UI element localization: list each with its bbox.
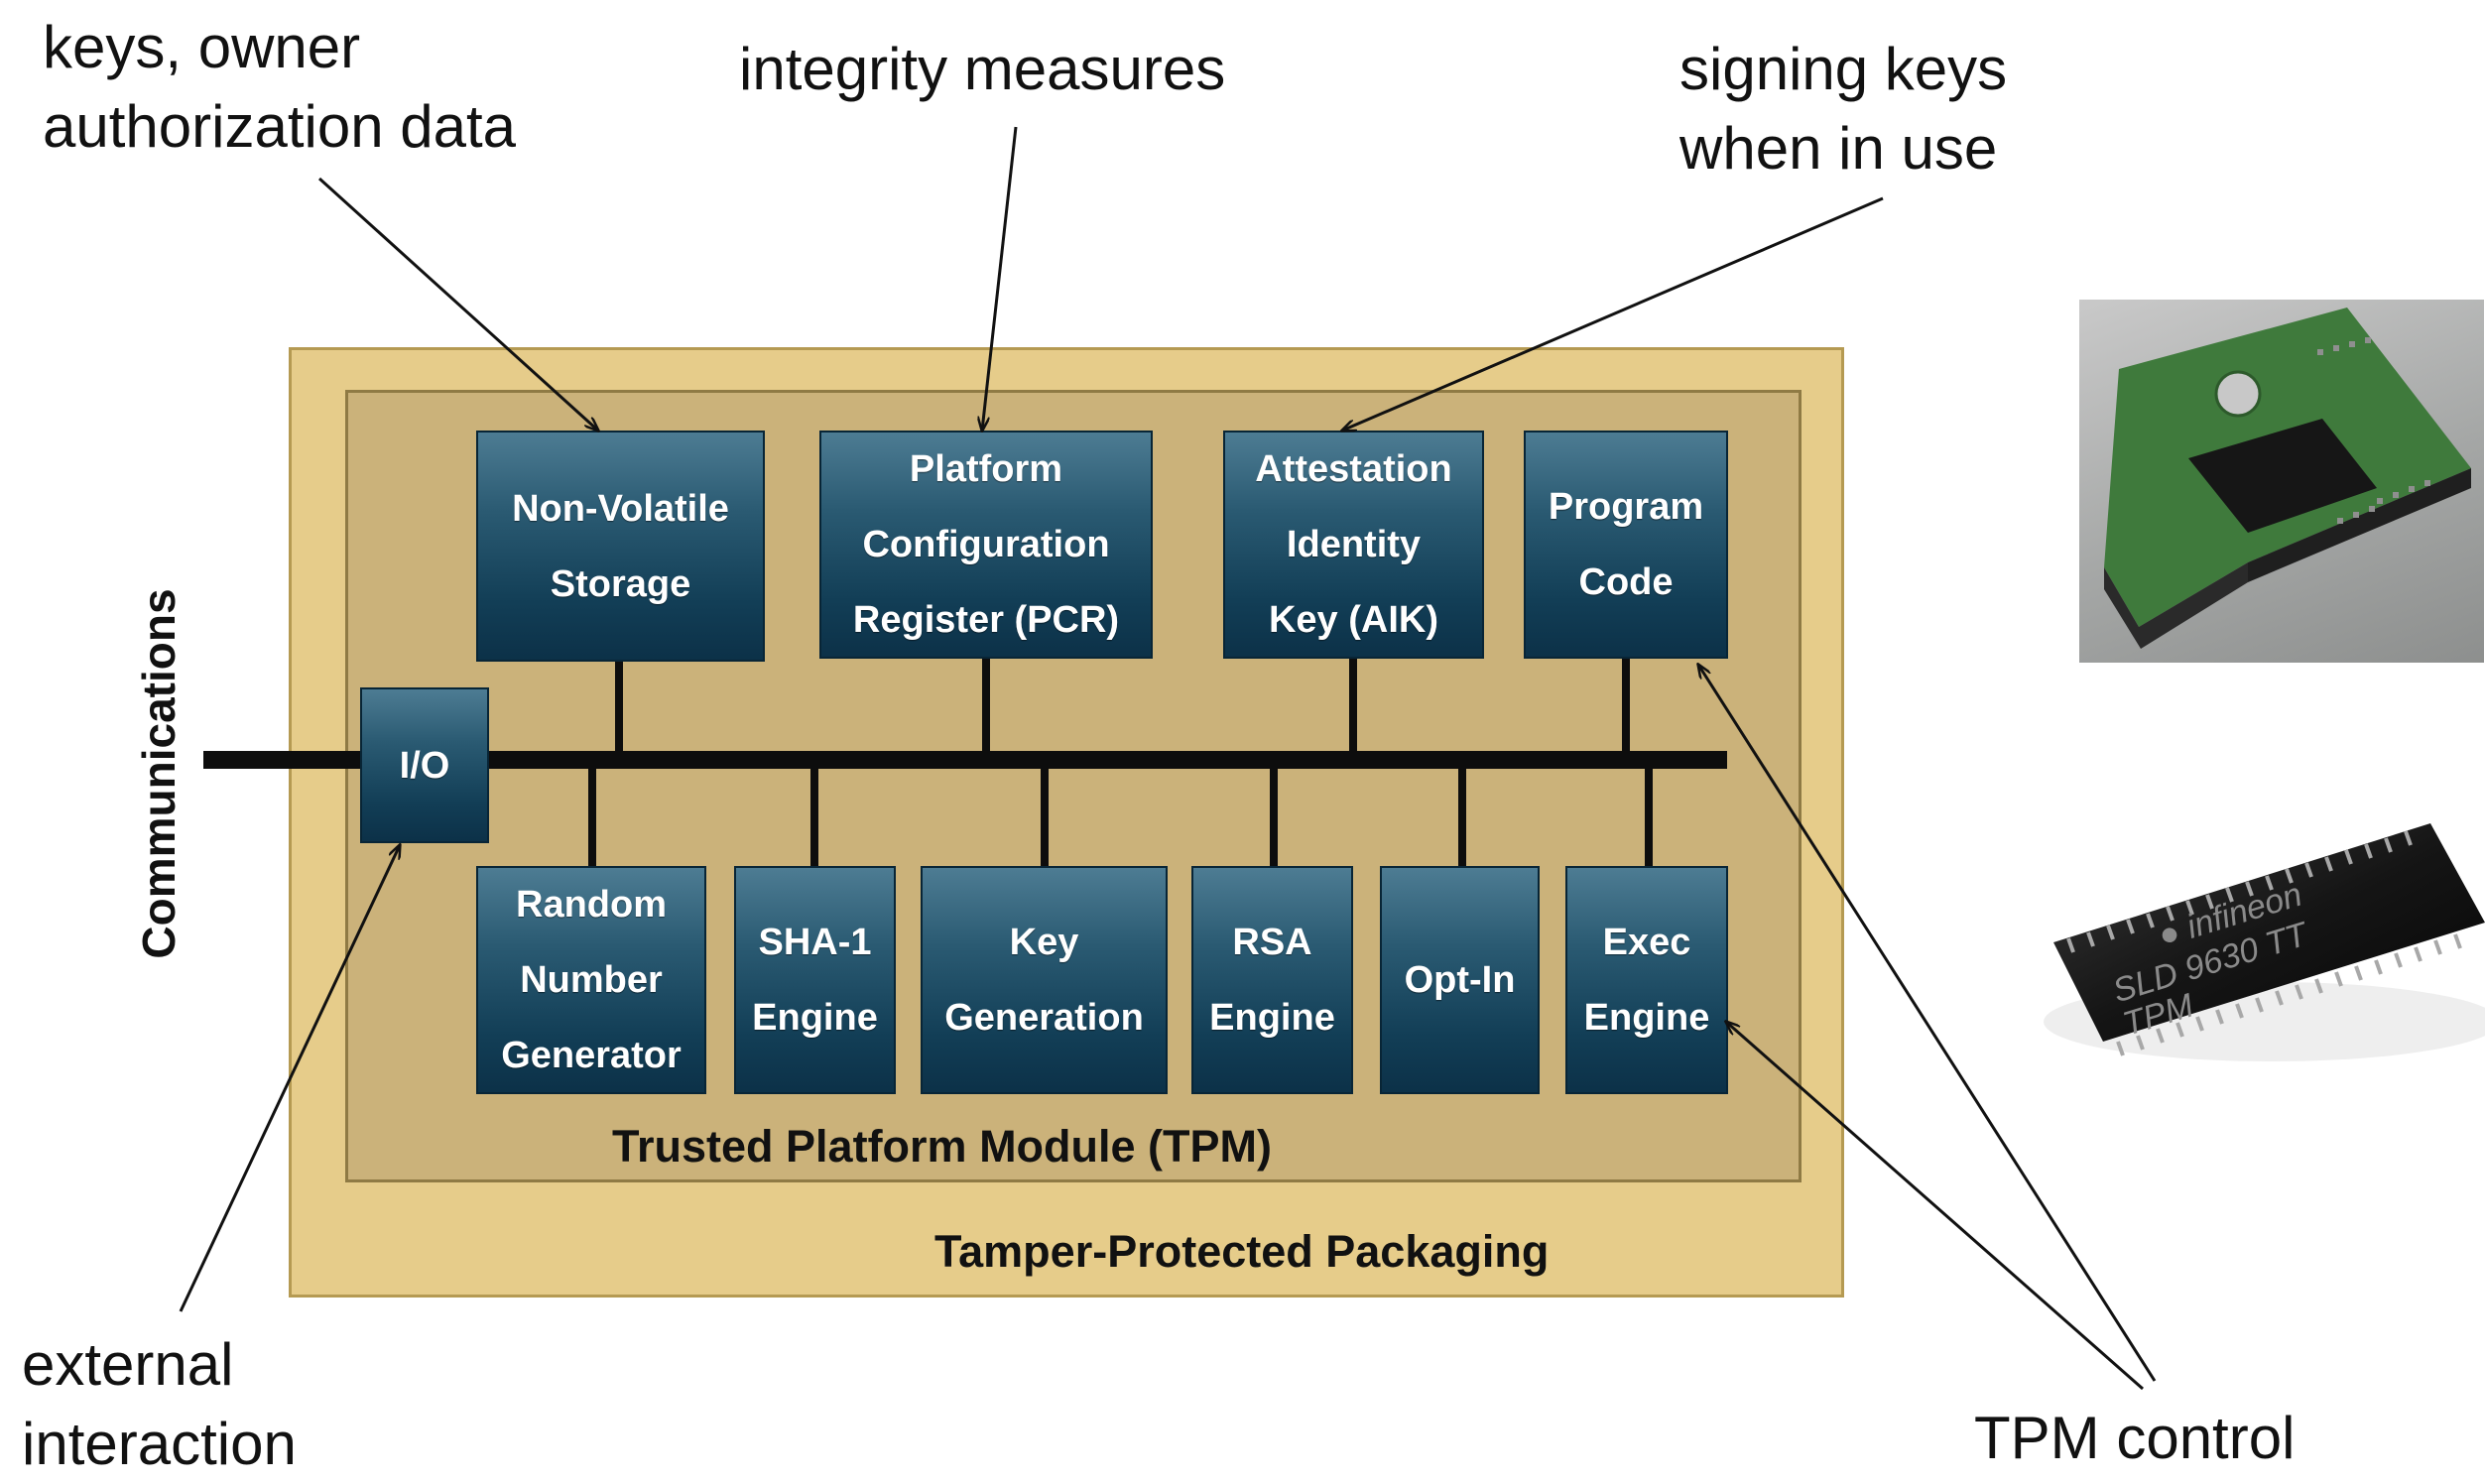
connector-sha — [810, 764, 818, 868]
connector-keygen — [1041, 764, 1049, 868]
connector-aik — [1349, 659, 1357, 758]
arrow-control-to-exec — [1726, 1022, 2144, 1391]
arrow-keys-to-nvs — [317, 177, 598, 431]
opt-in-block: Opt-In — [1380, 866, 1540, 1094]
packaging-caption: Tamper-Protected Packaging — [934, 1226, 1550, 1277]
callout-keys: keys, owner authorization data — [43, 14, 517, 160]
io-block: I/O — [360, 687, 489, 843]
arrow-external-to-io — [179, 845, 400, 1312]
arrow-control-to-code — [1698, 665, 2157, 1382]
key-generation-block: Key Generation — [921, 866, 1168, 1094]
tpm-chip-illustration: ● infineon SLD 9630 TT TPM — [2044, 823, 2485, 1061]
tpm-chip-photo: ● infineon SLD 9630 TT TPM — [2014, 754, 2485, 1111]
program-code-block: Program Code — [1524, 431, 1728, 659]
sha1-engine-block: SHA-1 Engine — [734, 866, 896, 1094]
random-number-generator-block: Random Number Generator — [476, 866, 706, 1094]
aik-block: Attestation Identity Key (AIK) — [1223, 431, 1484, 659]
arrow-integrity-to-pcr — [982, 126, 1018, 431]
connector-rng — [588, 764, 596, 868]
connector-rsa — [1270, 764, 1278, 868]
non-volatile-storage-block: Non-Volatile Storage — [476, 431, 765, 662]
pcr-block: Platform Configuration Register (PCR) — [819, 431, 1153, 659]
connector-nvs — [615, 659, 623, 758]
callout-external: external interaction — [22, 1331, 297, 1477]
exec-engine-block: Exec Engine — [1565, 866, 1728, 1094]
callout-signing: signing keys when in use — [1679, 36, 2008, 182]
callout-integrity: integrity measures — [739, 36, 1226, 102]
arrow-signing-to-aik — [1342, 196, 1884, 431]
tpm-caption: Trusted Platform Module (TPM) — [612, 1121, 1273, 1172]
tpm-board-photo — [2079, 300, 2484, 663]
callout-control: TPM control — [1974, 1405, 2296, 1471]
tpm-board-illustration — [2104, 308, 2471, 649]
communication-bus — [203, 751, 1727, 769]
connector-pcr — [982, 659, 990, 758]
connector-optin — [1458, 764, 1466, 868]
rsa-engine-block: RSA Engine — [1191, 866, 1353, 1094]
connector-exec — [1645, 764, 1653, 868]
connector-code — [1622, 659, 1630, 758]
